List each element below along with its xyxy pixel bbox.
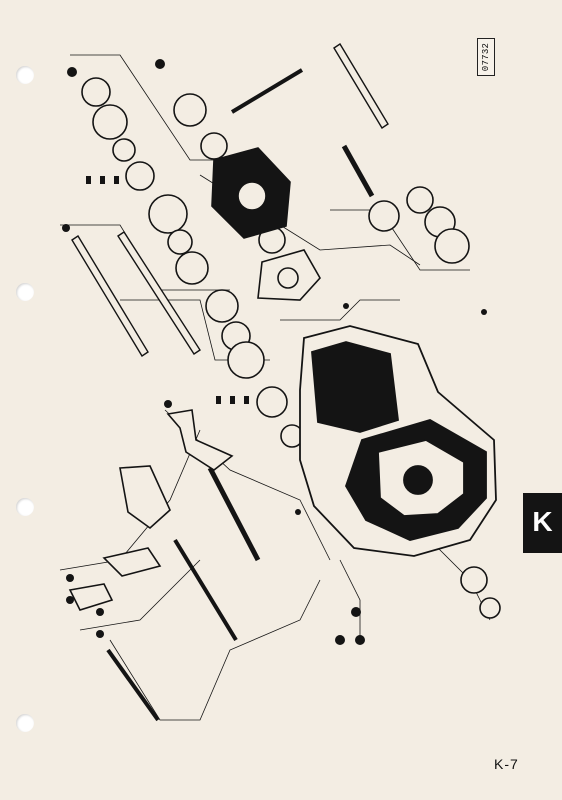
casing-top-opening: [311, 341, 399, 433]
bearing: [200, 132, 228, 160]
circlip: [62, 224, 70, 232]
page-number: K-7: [494, 756, 519, 772]
worm-shaft: [230, 68, 304, 114]
key: [230, 396, 235, 404]
circlip: [479, 597, 501, 619]
key: [86, 176, 91, 184]
gear: [92, 104, 128, 140]
gear: [81, 77, 111, 107]
washer: [155, 59, 165, 69]
washer: [66, 596, 74, 604]
nut: [355, 635, 365, 645]
circlip: [164, 400, 172, 408]
section-tab: K: [523, 493, 562, 553]
gasket: [257, 249, 321, 301]
washer: [67, 67, 77, 77]
gear: [406, 186, 434, 214]
bush: [167, 229, 193, 255]
rear-cover-bore: [237, 181, 267, 211]
plug: [295, 509, 301, 515]
stud: [343, 303, 349, 309]
selector-fork: [119, 465, 171, 530]
punch-hole: [16, 714, 34, 732]
punch-hole: [16, 498, 34, 516]
leader-line: [59, 429, 201, 571]
gasket-opening: [277, 267, 299, 289]
bearing: [460, 566, 488, 594]
leader-line: [109, 579, 321, 721]
selector-fork: [102, 547, 162, 577]
circlip: [66, 574, 74, 582]
gear: [368, 200, 400, 232]
layshaft: [341, 144, 375, 198]
selector-shaft: [207, 466, 261, 562]
punch-hole: [16, 66, 34, 84]
reference-code-box: 07732: [477, 38, 495, 76]
synchro-ring: [125, 161, 155, 191]
selector-fork: [166, 409, 234, 471]
reverse-shaft: [106, 648, 160, 722]
nut: [351, 607, 361, 617]
reverse-lever: [68, 583, 114, 611]
gear: [227, 341, 265, 379]
nut: [335, 635, 345, 645]
gear: [205, 289, 239, 323]
leader-line: [70, 54, 260, 161]
gear: [434, 228, 470, 264]
punch-hole: [16, 283, 34, 301]
key: [114, 176, 119, 184]
washer: [96, 608, 104, 616]
key: [216, 396, 221, 404]
gear: [148, 194, 188, 234]
stud: [481, 309, 487, 315]
section-tab-letter: K: [532, 506, 553, 537]
washer: [96, 630, 104, 638]
leader-line: [79, 559, 201, 631]
leader-line: [330, 209, 470, 271]
ring: [112, 138, 136, 162]
main-shaft: [117, 231, 201, 355]
key: [244, 396, 249, 404]
gear: [173, 93, 207, 127]
leader-line: [280, 299, 400, 321]
gear: [175, 251, 209, 285]
input-bearing-bore: [403, 465, 433, 495]
selector-shaft: [173, 538, 238, 642]
key: [100, 176, 105, 184]
leader-line: [339, 559, 361, 640]
input-shaft: [71, 235, 149, 357]
gear: [256, 386, 288, 418]
selector-rod: [333, 43, 389, 129]
